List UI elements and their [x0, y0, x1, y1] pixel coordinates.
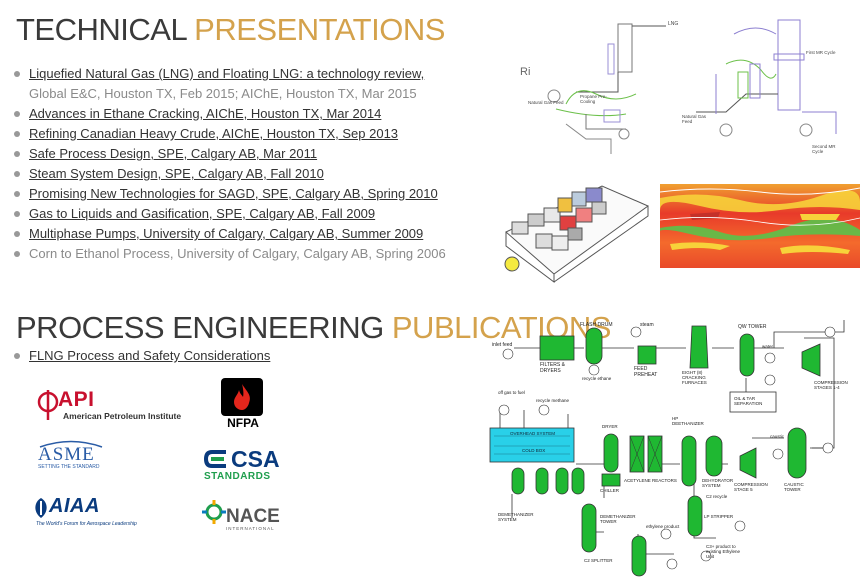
compression-stage5-label: COMPRESSION STAGE 5: [734, 482, 768, 492]
flng-vessel-figure: [502, 176, 650, 284]
csa-emblem-icon: [204, 450, 226, 468]
natural-gas-feed-label: Natural Gas Feed: [528, 100, 564, 105]
compression-stages-label: COMPRESSION STAGES 1-4: [814, 380, 848, 390]
presentation-link[interactable]: Liquefied Natural Gas (LNG) and Floating…: [29, 66, 425, 81]
feed-preheat-label: FEED PREHEAT: [634, 366, 658, 378]
presentations-heading: TECHNICAL PRESENTATIONS: [16, 14, 445, 45]
ethylene-product-label: ethylene product: [646, 524, 680, 529]
second-mr-label: Second MR Cycle: [812, 144, 836, 154]
presentation-link[interactable]: Multiphase Pumps, University of Calgary,…: [29, 226, 424, 241]
csa-name: CSA: [231, 446, 280, 472]
publication-link[interactable]: FLNG Process and Safety Considerations: [29, 348, 271, 363]
qw-tower-label: QW TOWER: [738, 324, 767, 330]
list-item: Corn to Ethanol Process, University of C…: [12, 244, 482, 264]
list-item: Safe Process Design, SPE, Calgary AB, Ma…: [12, 144, 482, 164]
caustic-input-label: caustic: [770, 434, 785, 439]
demethanizer-tower-label: DEMETHANIZER TOWER: [600, 514, 636, 524]
oil-tar-separation-label: OIL & TAR SEPARATION: [734, 396, 763, 406]
publications-list: FLNG Process and Safety Considerations: [12, 346, 270, 366]
cold-box-label: COLD BOX: [522, 448, 546, 453]
lp-stripper-label: LP STRIPPER: [704, 514, 734, 519]
lng-process-figure: Ri LNG Natural Gas Feed Propane Pre-Cool…: [506, 14, 860, 164]
nace-logo: NACE INTERNATIONAL: [202, 500, 292, 534]
natural-gas-feed-right-label: Natural Gas Feed: [682, 114, 707, 124]
api-mark: API: [58, 388, 95, 411]
filters-dryers-label: FILTERS & DRYERS: [540, 362, 565, 374]
thermal-map-graphic: [658, 184, 860, 268]
heading-word-primary: PROCESS ENGINEERING: [16, 310, 384, 345]
asme-logo: ASME SETTING THE STANDARD: [36, 440, 106, 470]
api-emblem-icon: [37, 390, 59, 420]
flowsheet-graphic: [489, 320, 845, 577]
heading-word-accent: PUBLICATIONS: [391, 310, 612, 345]
aiaa-tagline: The World's Forum for Aerospace Leadersh…: [36, 521, 137, 527]
lng-diagram-graphic: [547, 19, 837, 154]
demethanizer-system-label: DEMETHANIZER SYSTEM: [498, 512, 534, 522]
aiaa-name: AIAA: [49, 495, 100, 517]
presentation-link[interactable]: Refining Canadian Heavy Crude, AIChE, Ho…: [29, 126, 399, 141]
presentation-link[interactable]: Promising New Technologies for SAGD, SPE…: [29, 186, 438, 201]
list-item: Multiphase Pumps, University of Calgary,…: [12, 224, 482, 244]
c2-recycle-label: C2 recycle: [706, 494, 728, 499]
list-item: Steam System Design, SPE, Calgary AB, Fa…: [12, 164, 482, 184]
presentation-link[interactable]: Gas to Liquids and Gasification, SPE, Ca…: [29, 206, 376, 221]
api-name: American Petroleum Institute: [63, 411, 182, 421]
heading-word-primary: TECHNICAL: [16, 12, 187, 47]
csa-subtitle: STANDARDS: [204, 471, 271, 482]
precooling-label: Propane Pre-Cooling: [580, 94, 607, 104]
cracking-furnaces-label: EIGHT (8) CRACKING FURNACES: [682, 370, 707, 385]
off-gas-label: off gas to fuel: [498, 390, 525, 395]
dehydrator-system-label: DEHYDRATOR SYSTEM: [702, 478, 734, 488]
c3-product-label: C3+ product to existing Ethylene Unit: [706, 544, 741, 559]
nace-subtitle: INTERNATIONAL: [226, 526, 275, 531]
chiller-label: CHILLER: [600, 488, 620, 493]
steam-label: steam: [640, 322, 654, 328]
figure-ri-label: Ri: [520, 66, 531, 78]
presentation-text: Corn to Ethanol Process, University of C…: [29, 246, 446, 261]
dryer-label: DRYER: [602, 424, 618, 429]
first-mr-label: First MR Cycle: [806, 50, 836, 55]
list-item: Gas to Liquids and Gasification, SPE, Ca…: [12, 204, 482, 224]
presentations-list: Liquefied Natural Gas (LNG) and Floating…: [12, 64, 482, 264]
nfpa-logo: NFPA: [219, 378, 267, 430]
list-item: Advances in Ethane Cracking, AIChE, Hous…: [12, 104, 482, 124]
presentation-link[interactable]: Safe Process Design, SPE, Calgary AB, Ma…: [29, 146, 318, 161]
flash-drum-label: FLASH DRUM: [580, 322, 613, 328]
nace-emblem-icon: [202, 500, 226, 524]
flame-icon: [234, 384, 250, 410]
asme-arc-icon: [39, 440, 103, 448]
acetylene-reactors-label: ACETYLENE REACTORS: [624, 478, 677, 483]
list-item: Refining Canadian Heavy Crude, AIChE, Ho…: [12, 124, 482, 144]
list-item: FLNG Process and Safety Considerations: [12, 346, 270, 366]
caustic-tower-label: CAUSTIC TOWER: [784, 482, 804, 492]
water-label: water: [762, 344, 774, 349]
recycle-ethane-label: recycle ethane: [582, 376, 612, 381]
nace-name: NACE: [226, 506, 280, 527]
list-item: Liquefied Natural Gas (LNG) and Floating…: [12, 64, 482, 104]
presentation-link[interactable]: Steam System Design, SPE, Calgary AB, Fa…: [29, 166, 324, 181]
inlet-feed-label: inlet feed: [492, 342, 513, 348]
csa-logo: CSA STANDARDS: [204, 446, 286, 484]
api-logo: API American Petroleum Institute: [36, 388, 186, 424]
list-item: Promising New Technologies for SAGD, SPE…: [12, 184, 482, 204]
lng-label: LNG: [668, 21, 679, 27]
c2-splitter-label: C2 SPLITTER: [584, 558, 613, 563]
aiaa-emblem-icon: [35, 498, 47, 518]
hp-deethanizer-label: HP DEETHANIZER: [672, 416, 704, 426]
asme-tagline: SETTING THE STANDARD: [38, 464, 100, 470]
overhead-system-label: OVERHEAD SYSTEM: [510, 431, 556, 436]
aiaa-logo: AIAA The World's Forum for Aerospace Lea…: [32, 495, 137, 532]
thermal-map-figure: [658, 184, 860, 268]
flng-vessel-graphic: [504, 185, 650, 283]
ethane-cracking-flowsheet: inlet feed FLASH DRUM steam FILTERS & DR…: [484, 318, 860, 580]
recycle-methane-label: recycle methane: [536, 398, 570, 403]
presentation-link[interactable]: Advances in Ethane Cracking, AIChE, Hous…: [29, 106, 382, 121]
heading-word-accent: PRESENTATIONS: [194, 12, 445, 47]
nfpa-name: NFPA: [227, 416, 259, 430]
asme-name: ASME: [38, 444, 95, 465]
nfpa-badge: [221, 378, 263, 416]
publications-heading: PROCESS ENGINEERING PUBLICATIONS: [16, 312, 611, 343]
presentation-details: Global E&C, Houston TX, Feb 2015; AIChE,…: [29, 86, 417, 101]
